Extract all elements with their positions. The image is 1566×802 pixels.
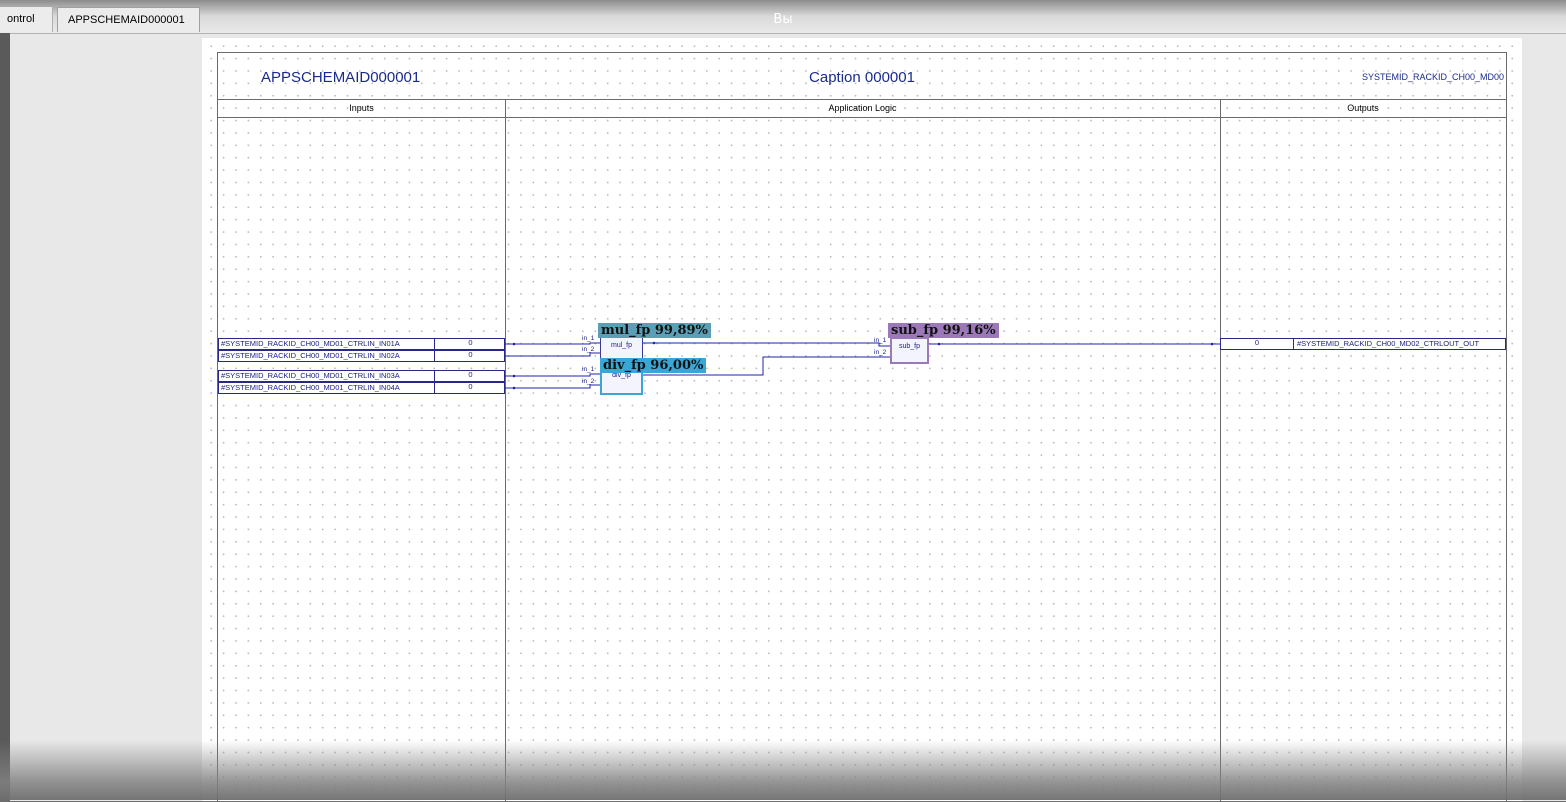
column-title-outputs: Outputs	[1347, 103, 1379, 113]
mul-fp-coverage-label: mul_fp 99,89%	[598, 323, 711, 338]
column-header-divider	[218, 117, 1506, 118]
wire-in04-div	[505, 384, 600, 389]
header-divider	[218, 99, 1506, 100]
input-signal-value: 0	[434, 339, 504, 349]
input-signal[interactable]: #SYSTEMID_RACKID_CH00_MD01_CTRLIN_IN03A …	[218, 370, 505, 382]
schema-caption: Caption 000001	[809, 69, 915, 86]
input-signal[interactable]: #SYSTEMID_RACKID_CH00_MD01_CTRLIN_IN01A …	[218, 338, 505, 350]
mul-pin-in1: in_1	[582, 335, 595, 342]
schema-frame: APPSCHEMAID000001 Caption 000001 SYSTEMI…	[217, 52, 1507, 801]
title-bar: Вы ontrol APPSCHEMAID000001	[0, 0, 1566, 36]
inputs-column-divider	[505, 99, 506, 801]
mul-fp-block-label: mul_fp	[610, 342, 632, 349]
sub-fp-coverage-label: sub_fp 99,16%	[888, 323, 999, 338]
output-signal-value: 0	[1221, 339, 1294, 349]
wire-in03-div	[505, 373, 600, 377]
input-signal-name: #SYSTEMID_RACKID_CH00_MD01_CTRLIN_IN01A	[221, 339, 400, 348]
wire-in02-mul	[505, 352, 600, 357]
input-signal[interactable]: #SYSTEMID_RACKID_CH00_MD01_CTRLIN_IN04A …	[218, 382, 505, 394]
outputs-column-divider	[1220, 99, 1221, 801]
wire-in01-mul	[505, 342, 600, 345]
output-signal-name: #SYSTEMID_RACKID_CH00_MD02_CTRLOUT_OUT	[1297, 339, 1480, 348]
tab-control[interactable]: ontrol	[0, 7, 53, 32]
column-title-inputs: Inputs	[349, 103, 374, 113]
schema-id-label: APPSCHEMAID000001	[261, 69, 421, 86]
left-edge-panel	[0, 33, 10, 800]
schema-sheet[interactable]: APPSCHEMAID000001 Caption 000001 SYSTEMI…	[202, 38, 1522, 801]
system-id-label: SYSTEMID_RACKID_CH00_MD00	[1361, 72, 1504, 82]
input-signal-name: #SYSTEMID_RACKID_CH00_MD01_CTRLIN_IN03A	[221, 371, 400, 380]
input-signal-value: 0	[434, 351, 504, 361]
sub-fp-block[interactable]: sub_fp	[890, 337, 929, 364]
wire-div-sub	[643, 356, 890, 376]
sub-fp-block-label: sub_fp	[898, 343, 921, 350]
sub-pin-in2: in_2	[874, 349, 887, 356]
mul-pin-in2: in_2	[582, 346, 595, 353]
div-fp-coverage-label: div_fp 96,00%	[600, 358, 707, 373]
input-signal-name: #SYSTEMID_RACKID_CH00_MD01_CTRLIN_IN02A	[221, 351, 400, 360]
input-signal-value: 0	[434, 371, 504, 381]
div-fp-block-label: div_fp	[612, 372, 631, 379]
div-pin-in2: in_2	[582, 378, 595, 385]
input-signal-value: 0	[434, 383, 504, 393]
tab-appschema[interactable]: APPSCHEMAID000001	[57, 7, 200, 32]
column-title-logic: Application Logic	[828, 103, 897, 113]
sub-pin-in1: in_1	[874, 337, 887, 344]
wire-mul-sub	[643, 342, 890, 347]
editor-area[interactable]: APPSCHEMAID000001 Caption 000001 SYSTEMI…	[10, 33, 1566, 801]
bottom-shadow-overlay	[0, 740, 1566, 800]
input-signal-name: #SYSTEMID_RACKID_CH00_MD01_CTRLIN_IN04A	[221, 383, 400, 392]
input-signal[interactable]: #SYSTEMID_RACKID_CH00_MD01_CTRLIN_IN02A …	[218, 350, 505, 362]
connection-wires	[505, 341, 1220, 390]
mul-fp-block[interactable]: mul_fp	[600, 335, 643, 359]
div-pin-in1: in_1	[582, 366, 595, 373]
output-signal[interactable]: 0 #SYSTEMID_RACKID_CH00_MD02_CTRLOUT_OUT	[1220, 338, 1506, 350]
window-caption: Вы	[773, 12, 793, 27]
